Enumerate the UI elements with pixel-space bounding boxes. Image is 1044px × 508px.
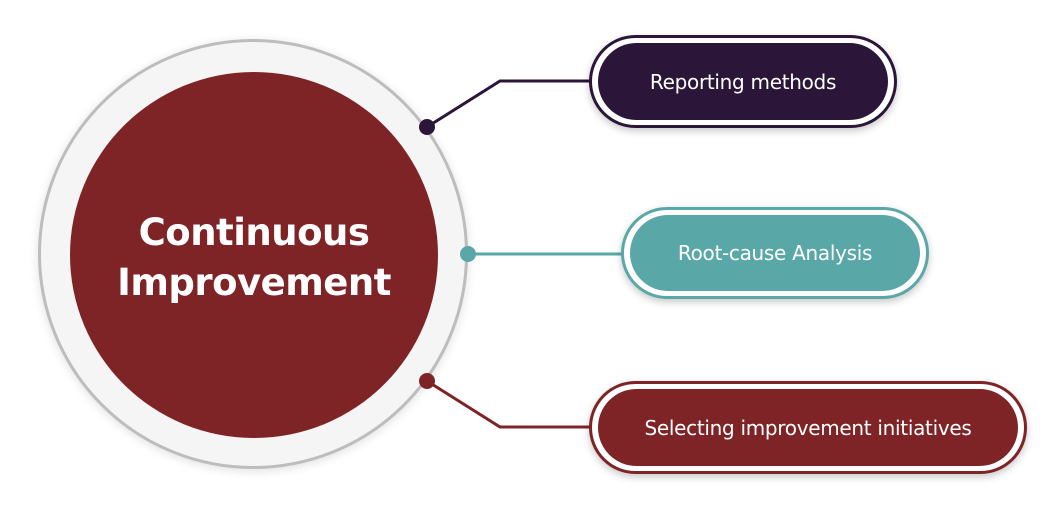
hub-title: Continuous Improvement xyxy=(117,211,391,304)
connector-reporting-methods xyxy=(426,79,591,129)
connector-dot-selecting-improvement-initiatives xyxy=(419,373,435,389)
connector-selecting-improvement-initiatives xyxy=(426,379,591,429)
connector-dot-reporting-methods xyxy=(419,119,435,135)
connector-dot-root-cause-analysis xyxy=(460,246,476,262)
branch-label-root-cause-analysis: Root-cause Analysis xyxy=(630,215,920,291)
branch-reporting-methods: Reporting methods xyxy=(589,35,897,128)
branch-label-reporting-methods: Reporting methods xyxy=(598,43,888,120)
branch-selecting-improvement-initiatives: Selecting improvement initiatives xyxy=(589,381,1027,474)
hub-circle: Continuous Improvement xyxy=(70,72,438,438)
branch-label-selecting-improvement-initiatives: Selecting improvement initiatives xyxy=(598,389,1018,466)
branch-root-cause-analysis: Root-cause Analysis xyxy=(621,207,929,299)
